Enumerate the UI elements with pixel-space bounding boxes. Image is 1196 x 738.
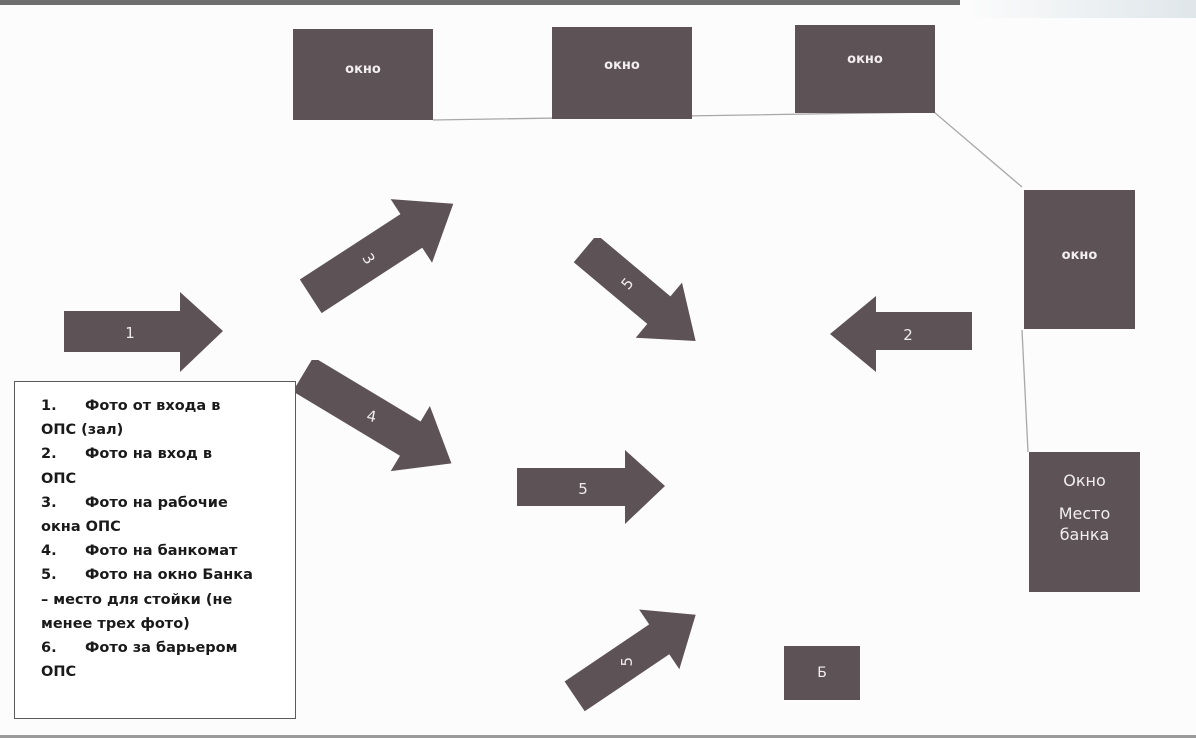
legend-item-1-number: 1.: [41, 398, 57, 414]
legend-item-6: 6. Фото за барьером ОПС: [41, 636, 287, 684]
window-bank-line2: банка: [1059, 525, 1110, 544]
arrow-4-shape: [292, 360, 452, 472]
legend-item-6-text: Фото за барьером: [85, 640, 238, 657]
arrow-1: 1: [64, 292, 223, 372]
legend-item-1-text: Фото от входа в: [85, 398, 221, 414]
legend-item-5-text-cont2: менее трех фото): [41, 615, 190, 632]
window-right-label: окно: [1061, 248, 1098, 263]
legend-item-2-text-cont: ОПС: [41, 470, 77, 487]
arrow-2: 2: [830, 296, 972, 372]
arrow-2-label: 2: [903, 326, 913, 344]
arrow-5-top-shape: [573, 238, 696, 341]
legend-item-1-text-cont: ОПС (зал): [41, 422, 124, 439]
arrow-3: 3: [300, 199, 454, 314]
legend-item-2: 2. Фото на вход в ОПС: [41, 442, 287, 490]
legend-item-5-text: Фото на окно Банка: [85, 567, 253, 584]
corner-fade: [966, 0, 1196, 18]
window-right: окно: [1024, 190, 1135, 329]
legend-item-5-number: 5.: [41, 567, 57, 584]
top-border: [0, 0, 960, 5]
window-bank-line1: Место: [1058, 504, 1111, 523]
legend-item-4-text: Фото на банкомат: [85, 543, 238, 560]
window-top-3-label: окно: [847, 52, 883, 67]
legend-item-4-number: 4.: [41, 543, 57, 560]
arrow-5-bottom-label: 5: [618, 657, 636, 667]
legend-item-6-number: 6.: [41, 640, 57, 657]
legend-item-6-text-cont: ОПС: [41, 664, 77, 681]
legend-box: 1. Фото от входа в ОПС (зал) 2. Фото на вх…: [14, 381, 296, 719]
arrow-5-bottom-shape: [564, 609, 696, 712]
window-top-2: окно: [552, 27, 692, 119]
legend-item-3-text-cont: окна ОПС: [41, 519, 121, 536]
window-bank-title: Окно: [1063, 471, 1106, 490]
legend-item-3: 3. Фото на рабочие окна ОПС: [41, 491, 287, 539]
legend-item-2-number: 2.: [41, 446, 57, 463]
window-top-3: окно: [795, 25, 935, 113]
window-top-2-label: окно: [604, 58, 640, 73]
legend-item-2-text: Фото на вход в: [85, 446, 213, 463]
arrow-5-bottom: 5: [564, 609, 696, 712]
legend-item-3-number: 3.: [41, 494, 57, 511]
atm-box-label: Б: [817, 665, 827, 681]
bottom-border: [0, 735, 1196, 738]
arrow-5-top: 5: [573, 238, 696, 341]
legend-item-4: 4. Фото на банкомат: [41, 539, 287, 563]
arrow-5-mid-shape: [517, 450, 665, 524]
window-top-1-label: окно: [345, 62, 381, 77]
arrow-4: 4: [292, 360, 452, 472]
arrow-1-label: 1: [125, 324, 135, 342]
window-bank: Окно Место банка: [1029, 452, 1140, 592]
wall-line-right: [1021, 329, 1029, 453]
legend-item-5-text-cont: – место для стойки (не: [41, 591, 233, 608]
arrow-5-mid: 5: [517, 450, 665, 524]
legend-item-1: 1. Фото от входа в ОПС (зал): [41, 394, 287, 442]
arrow-5-mid-label: 5: [578, 480, 588, 498]
atm-box: Б: [784, 646, 860, 700]
window-top-1: окно: [293, 29, 433, 120]
legend-item-5: 5. Фото на окно Банка – место для стойки …: [41, 563, 287, 636]
wall-line-top: [432, 111, 1023, 188]
arrow-4-label: 4: [365, 407, 378, 426]
arrow-3-shape: [300, 199, 454, 314]
arrow-1-shape: [64, 292, 223, 372]
arrow-2-shape: [830, 296, 972, 372]
legend-item-3-text: Фото на рабочие: [85, 494, 228, 511]
